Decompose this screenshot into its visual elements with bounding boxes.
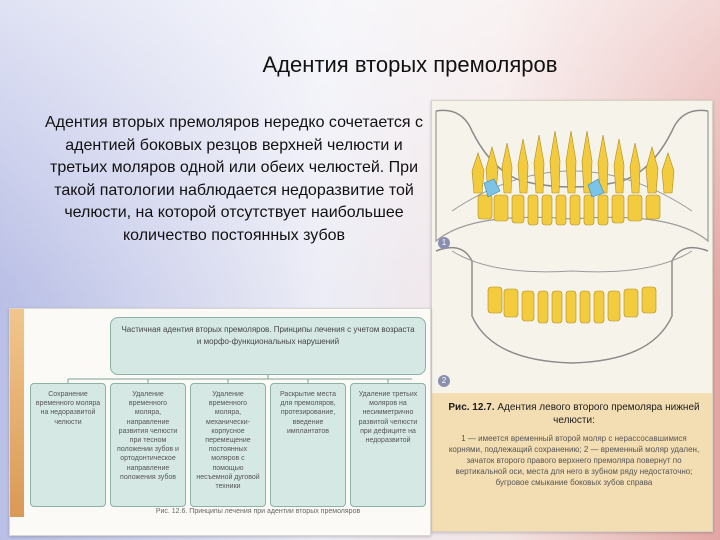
- diagram-box-4: Раскрытие места для премоляров, протезир…: [270, 383, 346, 507]
- diagram-connectors: [67, 375, 412, 383]
- diagram-sidebar-strip: [10, 309, 24, 517]
- xray-illustration: [435, 109, 709, 364]
- slide-body-text: Адентия вторых премоляров нередко сочета…: [44, 114, 424, 244]
- xray-caption-heading: Адентия левого второго премоляра нижней …: [497, 402, 700, 426]
- xray-figure: 1 2 Рис. 12.7. Адентия левого второго пр…: [431, 100, 713, 532]
- diagram-caption: Рис. 12.6. Принципы лечения при адентии …: [155, 508, 361, 515]
- diagram-box-5: Удаление третьих моляров на несимметричн…: [350, 383, 426, 507]
- panel-number-2: 2: [438, 375, 450, 387]
- xray-caption-title: Рис. 12.7. Адентия левого второго премол…: [446, 401, 702, 427]
- panel-number-1: 1: [438, 237, 450, 249]
- diagram-top-box: Частичная адентия вторых премоляров. При…: [110, 317, 426, 375]
- xray-caption-box: Рис. 12.7. Адентия левого второго премол…: [432, 393, 712, 531]
- diagram-box-3: Удаление временного моляра, механически-…: [190, 383, 266, 507]
- diagram-box-2: Удаление временного моляра, направление …: [110, 383, 186, 507]
- treatment-diagram: Частичная адентия вторых премоляров. При…: [9, 308, 431, 536]
- xray-caption-label: Рис. 12.7.: [448, 402, 495, 413]
- slide-title: Адентия вторых премоляров: [262, 52, 558, 77]
- diagram-box-1: Сохранение временного моляра на недоразв…: [30, 383, 106, 507]
- xray-caption-body: 1 — имеется временный второй моляр с нер…: [448, 434, 700, 487]
